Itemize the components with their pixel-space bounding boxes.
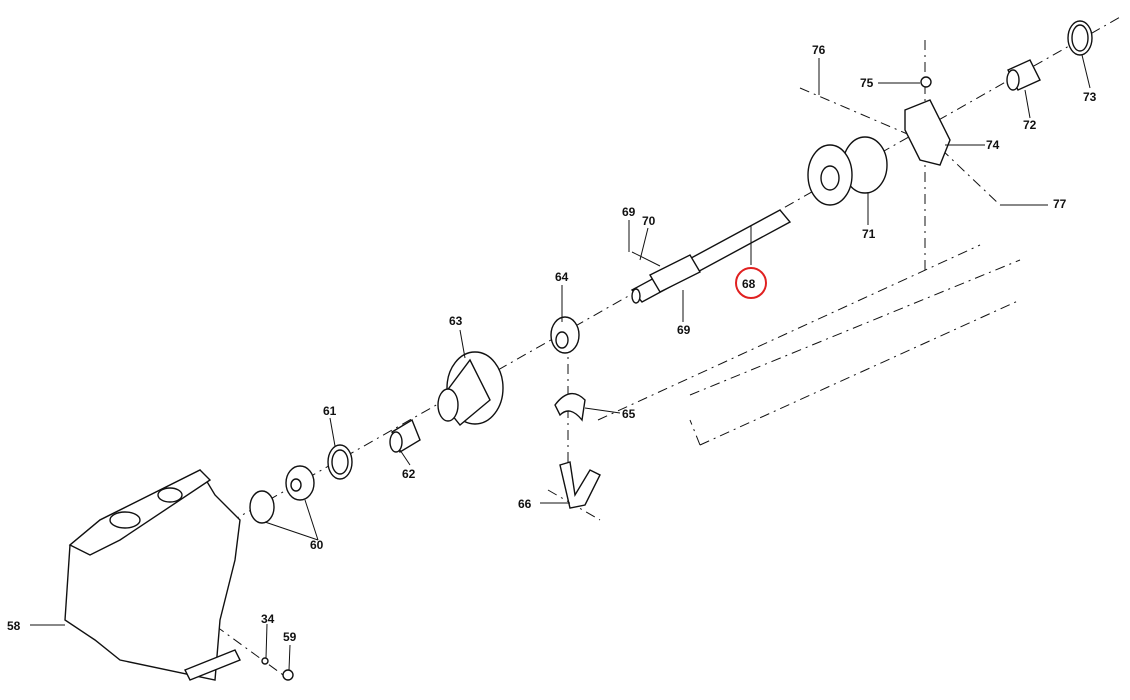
clip-65 — [554, 392, 586, 422]
callout-72: 72 — [1023, 118, 1037, 132]
bearing-60 — [249, 465, 315, 524]
callout-64: 64 — [555, 270, 569, 284]
housing-outline-line — [689, 259, 1021, 446]
callout-65: 65 — [622, 407, 636, 421]
callout-77: 77 — [1053, 197, 1067, 211]
clutch-64 — [550, 316, 580, 354]
gearcase-housing — [64, 469, 241, 681]
callout-63: 63 — [449, 314, 463, 328]
highlight-circle-68 — [735, 267, 767, 299]
callout-60: 60 — [310, 538, 324, 552]
ring-73-inner — [1071, 24, 1089, 52]
callout-61: 61 — [323, 404, 337, 418]
callout-59: 59 — [283, 630, 297, 644]
callout-73: 73 — [1083, 90, 1097, 104]
callout-68[interactable]: 68 — [742, 277, 756, 291]
plug-34 — [261, 657, 269, 665]
callout-66: 66 — [518, 497, 532, 511]
callout-71: 71 — [862, 227, 876, 241]
callout-69-top: 69 — [622, 205, 636, 219]
nut-75 — [920, 76, 932, 88]
callout-76: 76 — [812, 43, 826, 57]
callout-34: 34 — [261, 612, 275, 626]
callout-62: 62 — [402, 467, 416, 481]
callout-75: 75 — [860, 76, 874, 90]
propeller-shaft-68 — [630, 209, 792, 304]
leader-lines — [30, 54, 1091, 671]
retainer-74 — [904, 99, 951, 166]
gear-71 — [807, 136, 888, 206]
spring-70 — [631, 251, 661, 267]
washer-61-inner — [331, 449, 349, 475]
gear-63 — [437, 351, 504, 426]
shift-cam-66 — [559, 461, 601, 509]
callout-74: 74 — [986, 138, 1000, 152]
callout-69-bottom: 69 — [677, 323, 691, 337]
callout-58: 58 — [7, 619, 21, 633]
callout-70: 70 — [642, 214, 656, 228]
washer-59 — [282, 669, 294, 681]
bearing-62 — [389, 418, 421, 454]
bearing-72 — [1006, 59, 1041, 91]
shaft-axis-line — [597, 244, 981, 421]
pin-axis-line — [799, 87, 1001, 206]
